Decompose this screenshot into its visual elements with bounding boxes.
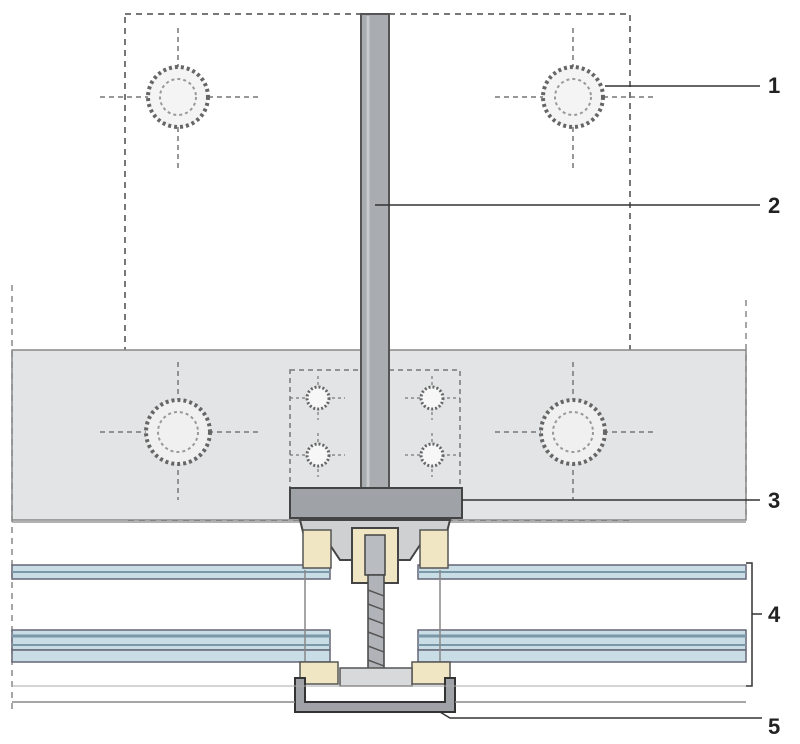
- callout-label-5: 5: [768, 714, 780, 739]
- callout-label-1: 1: [768, 73, 780, 98]
- top-clamp-profile: [298, 519, 452, 584]
- callout-label-3: 3: [768, 488, 780, 513]
- bolt-hole-icon: [495, 28, 653, 168]
- small-bolt-icon: [290, 376, 345, 420]
- bracket-plate: [289, 487, 463, 519]
- bottom-gaskets: [299, 661, 451, 687]
- glass-unit-left: [11, 564, 331, 663]
- callout-label-4: 4: [768, 602, 781, 627]
- leader-line-5: [439, 711, 762, 719]
- glass-unit-right: [417, 564, 747, 663]
- small-bolt-icon: [290, 433, 345, 477]
- vertical-rod: [360, 13, 390, 491]
- bolt-hole-icon: [495, 362, 653, 500]
- leader-bracket-4: [746, 562, 753, 687]
- small-bolt-icon: [405, 433, 460, 477]
- bolt-hole-icon: [100, 362, 258, 500]
- screw: [367, 574, 385, 676]
- bolt-hole-icon: [100, 28, 258, 168]
- small-bolt-icon: [405, 376, 460, 420]
- callout-label-2: 2: [768, 193, 780, 218]
